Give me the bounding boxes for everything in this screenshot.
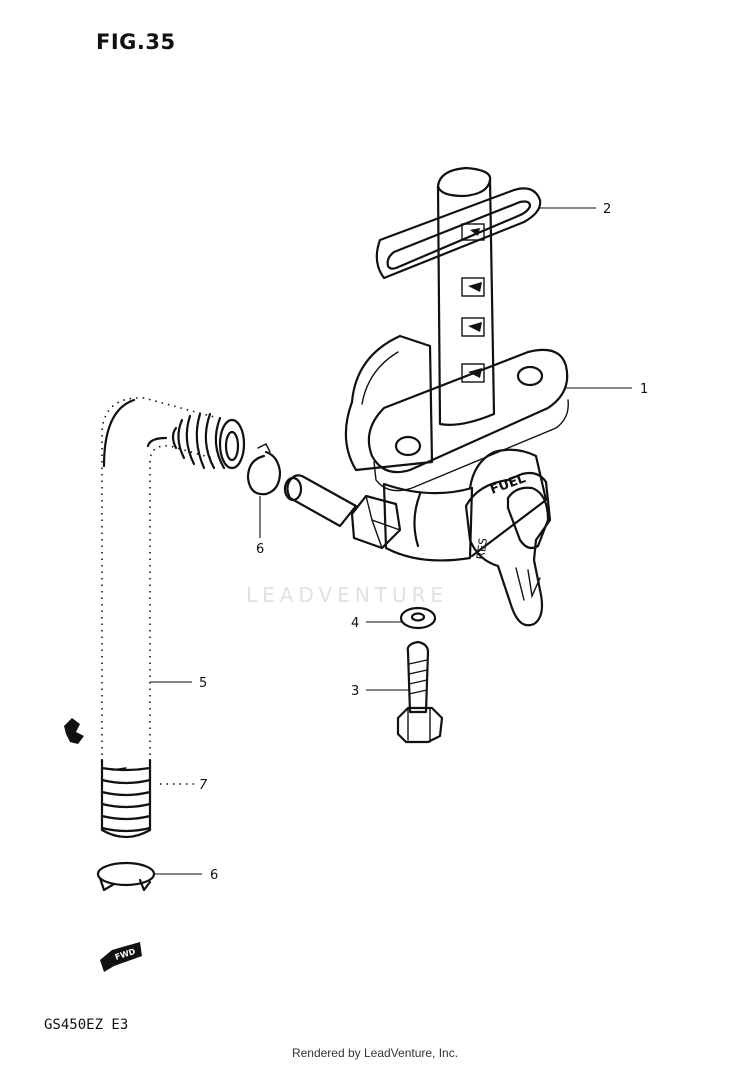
callout-6-lower: 6 — [154, 868, 218, 883]
model-code: GS450EZ E3 — [44, 1017, 129, 1033]
callout-4: 4 — [351, 616, 402, 631]
svg-text:5: 5 — [199, 676, 207, 691]
svg-text:1: 1 — [640, 382, 648, 397]
svg-text:6: 6 — [256, 542, 264, 557]
figure-title: FIG.35 — [96, 30, 176, 54]
svg-text:6: 6 — [210, 868, 218, 883]
part-6-upper-clamp — [246, 443, 282, 496]
part-5-fuel-hose — [100, 397, 246, 839]
svg-text:7: 7 — [199, 778, 208, 793]
svg-text:4: 4 — [351, 616, 359, 631]
svg-text:3: 3 — [351, 684, 359, 699]
callout-7: 7 — [160, 778, 208, 793]
res-label: RES — [474, 537, 490, 560]
rendered-by-footer: Rendered by LeadVenture, Inc. — [291, 1046, 459, 1060]
part-4-washer — [399, 606, 437, 630]
callout-1: 1 — [564, 382, 648, 397]
part-3-bolt — [396, 640, 444, 744]
callout-3: 3 — [351, 684, 410, 699]
callout-5: 5 — [150, 676, 207, 691]
svg-text:2: 2 — [603, 202, 611, 217]
fuel-label: FUEL — [488, 471, 528, 498]
callout-6-upper: 6 — [256, 496, 264, 557]
part-6-lower-clamp — [96, 861, 156, 892]
part-2-o-ring — [375, 187, 542, 280]
part-1-fuel-valve: FUEL RES — [283, 166, 569, 627]
fwd-arrow-icon: FWD — [100, 942, 142, 972]
callout-2: 2 — [540, 202, 611, 217]
watermark-text: LEADVENTURE — [246, 583, 449, 607]
stray-ink-mark — [64, 718, 84, 744]
